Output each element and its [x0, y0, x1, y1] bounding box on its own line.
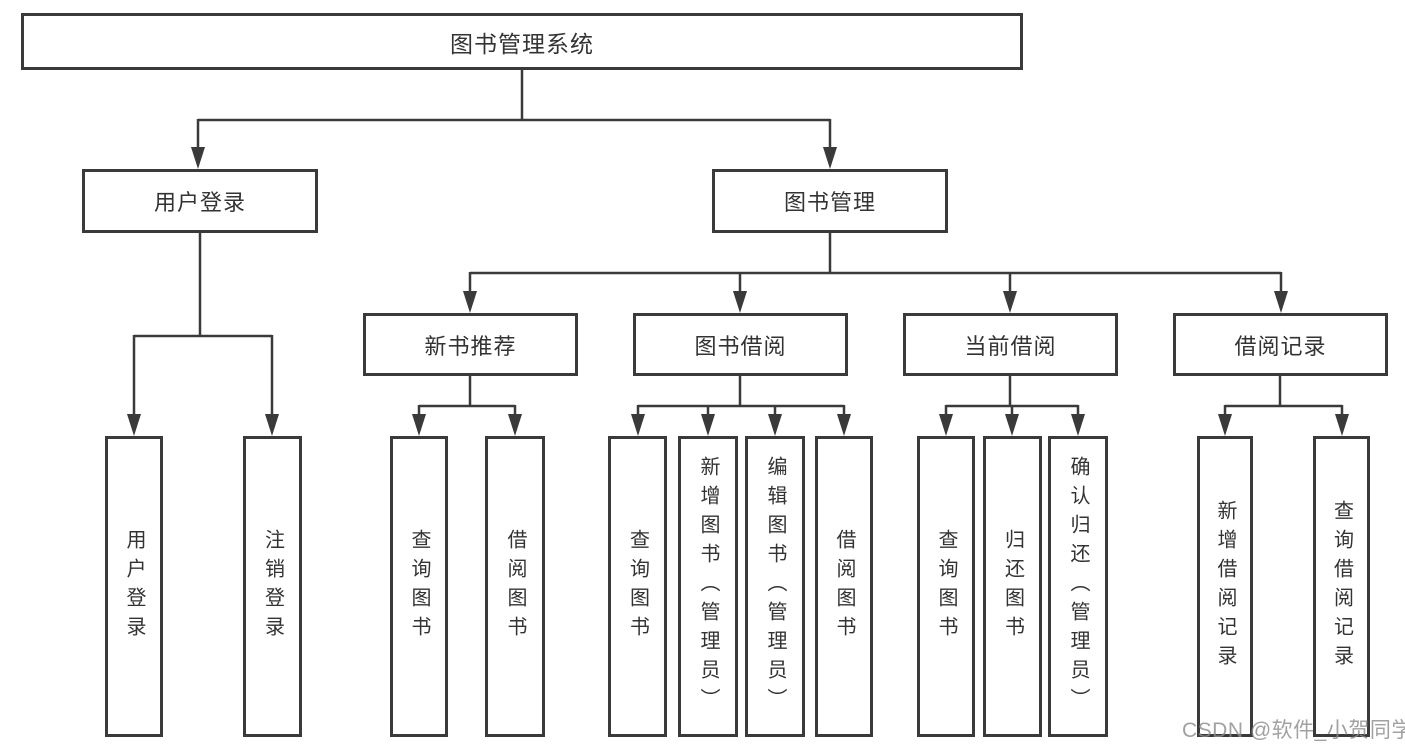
node-label: 图书管理	[783, 190, 876, 215]
node-label: 确认归还（管理员）	[1067, 456, 1089, 717]
node-book-management: 图书管理	[712, 169, 948, 233]
node-label: 新书推荐	[424, 333, 517, 359]
arrowheads	[127, 147, 1349, 436]
csdn-watermark: CSDN @软件_小贺同学	[1182, 719, 1405, 742]
node-user-login: 用户登录	[82, 169, 318, 233]
node-current-borrowing: 当前借阅	[903, 313, 1118, 376]
node-label: 借阅记录	[1234, 333, 1327, 359]
node-label: 当前借阅	[964, 333, 1057, 359]
node-borrowing-records: 借阅记录	[1173, 313, 1388, 376]
node-label: 图书管理系统	[450, 30, 594, 57]
leaf-add-borrow-record: 新增借阅记录	[1197, 436, 1253, 737]
node-book-borrowing: 图书借阅	[633, 313, 848, 376]
leaf-query-borrow-record: 查询借阅记录	[1313, 436, 1370, 737]
node-label: 借阅图书	[504, 528, 526, 645]
node-label: 借阅图书	[833, 528, 855, 645]
node-label: 新增借阅记录	[1214, 499, 1236, 674]
node-new-book-recommend: 新书推荐	[363, 313, 578, 376]
leaf-edit-books-admin: 编辑图书（管理员）	[745, 436, 805, 737]
node-label: 新增图书（管理员）	[697, 456, 719, 717]
leaf-recommend-borrow-books: 借阅图书	[485, 436, 545, 737]
connector-paths	[132, 69, 1344, 419]
node-label: 用户登录	[123, 528, 145, 645]
node-label: 归还图书	[1001, 528, 1024, 645]
node-label: 查询图书	[935, 528, 957, 645]
leaf-add-books-admin: 新增图书（管理员）	[678, 436, 738, 737]
leaf-confirm-return-admin: 确认归还（管理员）	[1048, 436, 1108, 737]
leaf-user-login: 用户登录	[105, 436, 163, 737]
node-label: 编辑图书（管理员）	[764, 456, 786, 717]
leaf-recommend-query-books: 查询图书	[390, 436, 448, 737]
node-label: 注销登录	[261, 528, 284, 645]
node-label: 图书借阅	[694, 333, 787, 359]
leaf-logout: 注销登录	[243, 436, 302, 737]
node-root-library-management-system: 图书管理系统	[21, 13, 1023, 70]
node-label: 查询图书	[626, 528, 649, 645]
leaf-current-query-books: 查询图书	[917, 436, 975, 737]
leaf-borrowing-borrow-books: 借阅图书	[815, 436, 873, 737]
leaf-borrowing-query-books: 查询图书	[608, 436, 667, 737]
node-label: 用户登录	[153, 190, 246, 215]
leaf-return-books: 归还图书	[983, 436, 1042, 737]
node-label: 查询图书	[408, 528, 430, 645]
node-label: 查询借阅记录	[1330, 499, 1353, 674]
